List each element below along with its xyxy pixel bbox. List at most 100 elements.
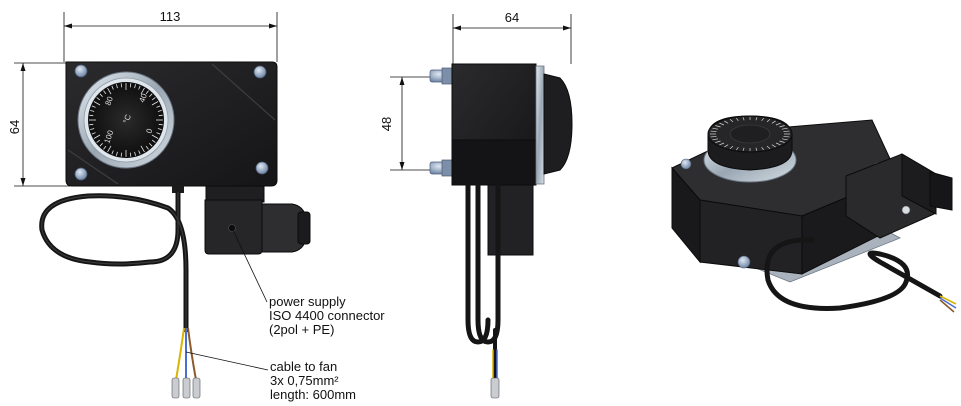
dial-tick [93,134,101,139]
knob-tick [710,136,717,138]
knob-tick [761,117,764,122]
knob-tick [736,146,739,151]
knob-tick [755,117,758,121]
dial-tick [91,132,96,135]
knob-tick [715,140,721,143]
dial-tick [138,85,141,90]
screw-icon [253,65,267,79]
screw-icon [74,64,88,78]
knob-tick [736,117,739,122]
dial-tick [157,110,162,112]
iso4400-connector [204,185,311,255]
dial-tick [120,83,123,88]
knob-tick [712,138,719,141]
dial-tick [111,85,114,90]
front-height-label: 64 [7,120,22,134]
front-width-label: 113 [160,9,181,24]
dial-tick [91,105,96,108]
fan-cable-wires [175,327,197,381]
knob-tick [775,122,781,126]
knob-tick [771,120,776,124]
dial-tick [99,143,103,147]
knob-tick [715,125,721,128]
knob-tick [729,145,734,149]
dial-unit: °C [121,113,133,125]
power-leader-line [231,227,268,303]
dial-tick [107,145,112,153]
dial-tick [151,139,156,143]
callout-line: 3x 0,75mm² [270,373,339,388]
knob-tick [783,130,790,132]
dial-tick [99,93,103,97]
dial-tick [90,128,95,130]
knob-tick [779,125,785,128]
perspective-view [671,115,957,313]
dial-tick [151,101,159,106]
dial-tick [120,152,123,157]
callout-line: length: 600mm [270,387,356,402]
dial-tick [149,93,153,97]
dial-tick [129,152,132,157]
dial-tick [140,87,145,95]
side-height-dimension [390,76,438,171]
side-width-label: 64 [505,10,519,25]
dial-tick [89,123,94,126]
dial-tick [134,84,136,89]
knob-tick [766,145,771,149]
dial-tick [149,143,153,147]
callout-line: ISO 4400 connector [269,308,385,323]
knob-tick [710,130,717,132]
wire-ferrules [171,377,201,399]
knob-tick [724,144,729,148]
side-cables [465,182,501,382]
cable-callout: cable to fan 3x 0,75mm² length: 600mm [270,360,356,402]
callout-line: (2pol + PE) [269,322,335,337]
dial-scale-40: 40 [137,92,149,104]
side-height-label: 48 [379,117,394,131]
knob-tick [783,136,790,138]
front-view: 113 64 80 40 0 100 °C [7,9,311,399]
dial-tick [158,114,163,117]
callout-line: power supply [269,294,346,309]
knob-tick [775,142,781,146]
knob-tick [761,146,764,151]
dial-tick [96,139,101,143]
dial-tick [151,97,156,101]
dial-tick [103,145,107,150]
side-view: 64 48 [379,10,573,399]
power-supply-callout: power supply ISO 4400 connector (2pol + … [269,295,385,337]
dial-tick [134,151,136,156]
knob-tick [781,127,788,130]
dial-tick [90,110,95,112]
dial-tick [140,145,145,153]
dial-scale-100: 100 [102,129,115,145]
dial-tick [158,123,163,126]
front-width-dimension [63,12,278,62]
knob-tick [755,147,758,151]
dial-tick [116,84,118,89]
knob-tick [742,147,745,151]
dial-tick [89,114,94,117]
screw-icon [74,167,88,181]
knob-tick [712,127,719,130]
dial-scale-0: 0 [144,127,154,135]
knob-tick [766,119,771,123]
knob-tick [742,117,745,121]
dial-tick [145,145,149,150]
dial-tick [96,97,101,101]
callout-line: cable to fan [270,359,338,374]
dial-tick [107,87,112,95]
dial-tick [103,90,107,95]
dial-tick [145,90,149,95]
dial-tick [157,128,162,130]
cable-leader-line [185,351,269,371]
side-width-dimension [452,14,572,64]
fan-cable [39,189,189,333]
dial-scale-80: 80 [103,95,115,107]
dial-tick [156,132,161,135]
front-height-dimension [14,62,70,187]
dial-tick [116,151,118,156]
dial-tick [156,105,161,108]
temperature-dial: 80 40 0 100 °C [77,71,175,169]
